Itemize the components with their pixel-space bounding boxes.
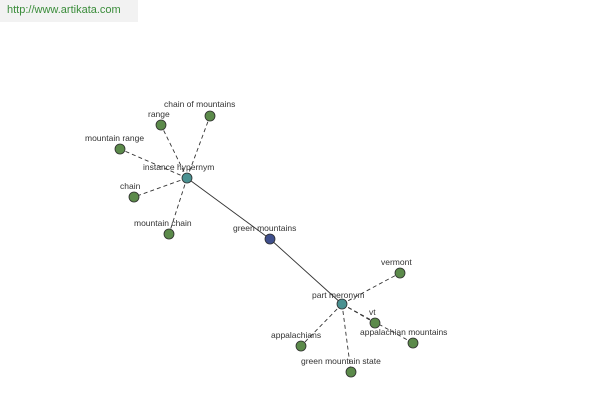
label-chain: chain xyxy=(120,181,141,191)
label-vt: vt xyxy=(369,307,376,317)
label-appalachians: appalachians xyxy=(271,330,321,340)
edge-hub2-green-mountain-state xyxy=(341,303,352,373)
node-leaf-chain-of-mountains[interactable] xyxy=(204,110,216,122)
node-leaf-vermont[interactable] xyxy=(394,267,406,279)
label-hub-instance-hypernym: instance hypernym xyxy=(143,162,214,172)
nodes xyxy=(114,110,419,378)
label-range: range xyxy=(148,109,170,119)
label-chain-of-mountains: chain of mountains xyxy=(164,99,235,109)
node-leaf-chain[interactable] xyxy=(128,191,140,203)
node-leaf-mountain-range[interactable] xyxy=(114,143,126,155)
label-hub-part-meronym: part meronym xyxy=(312,290,364,300)
edge-hub1-mountain-chain xyxy=(168,177,188,235)
node-leaf-mountain-chain[interactable] xyxy=(163,228,175,240)
node-hub-instance-hypernym[interactable] xyxy=(181,172,193,184)
edge-root-hub-2 xyxy=(269,238,343,305)
label-mountain-chain: mountain chain xyxy=(134,218,192,228)
edge-hub2-vermont xyxy=(341,272,401,305)
edge-root-hub-1 xyxy=(186,177,271,240)
label-green-mountain-state: green mountain state xyxy=(301,356,381,366)
edge-hub2-appalachians xyxy=(300,303,343,347)
node-leaf-range[interactable] xyxy=(155,119,167,131)
dashed-edges xyxy=(119,115,414,373)
edge-hub1-range xyxy=(160,124,188,179)
node-leaf-vt[interactable] xyxy=(369,317,381,329)
label-mountain-range: mountain range xyxy=(85,133,144,143)
label-vermont: vermont xyxy=(381,257,412,267)
label-root: green mountains xyxy=(233,223,296,233)
edge-hub1-mountain-range xyxy=(119,148,188,179)
watermark-url: http://www.artikata.com xyxy=(7,4,121,16)
labels: green mountains instance hypernym part m… xyxy=(85,99,447,366)
watermark-banner: http://www.artikata.com xyxy=(0,0,138,22)
edge-hub1-chain xyxy=(133,177,188,198)
edges xyxy=(119,115,414,373)
label-appalachian-mountains: appalachian mountains xyxy=(360,327,447,337)
node-leaf-appalachian-mountains[interactable] xyxy=(407,337,419,349)
node-root[interactable] xyxy=(264,233,276,245)
edge-hub2-vt xyxy=(341,303,376,324)
node-leaf-green-mountain-state[interactable] xyxy=(345,366,357,378)
node-hub-part-meronym[interactable] xyxy=(336,298,348,310)
node-leaf-appalachians[interactable] xyxy=(295,340,307,352)
